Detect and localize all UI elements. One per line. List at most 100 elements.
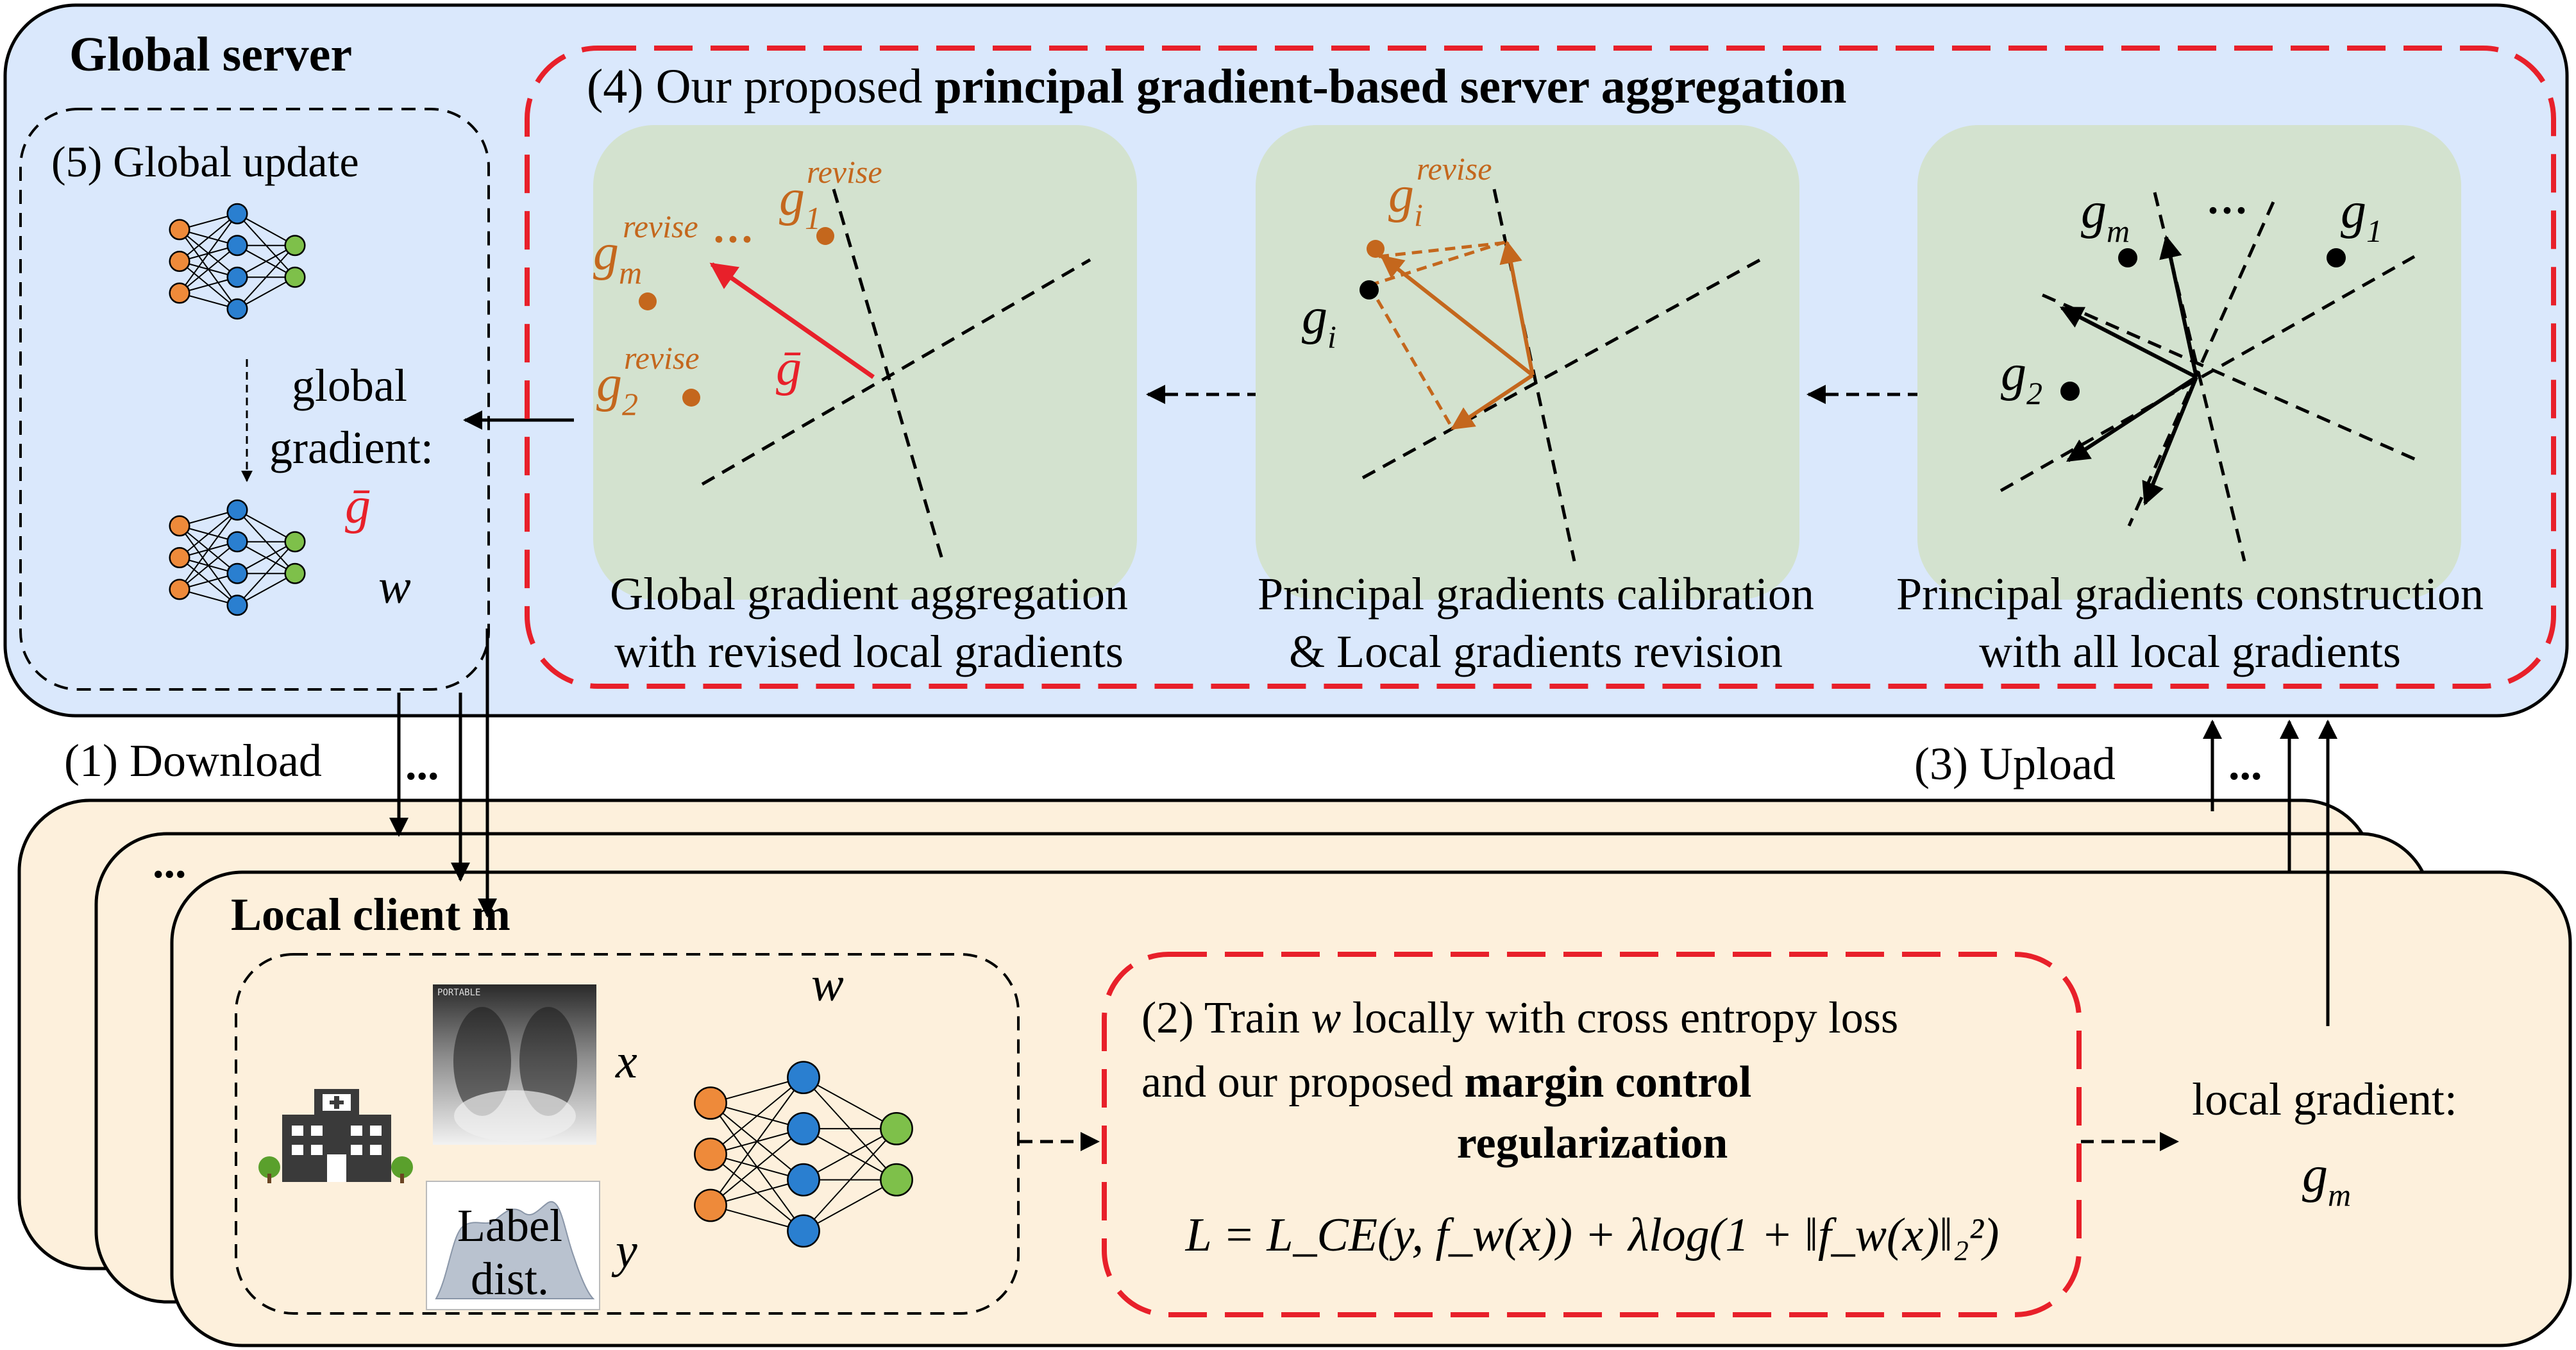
panel-aggregation-bg — [593, 125, 1137, 600]
projection-dash — [1367, 284, 1454, 430]
global-gradient-line2: gradient: — [269, 422, 434, 473]
revised-gradient-point-i — [1367, 240, 1385, 258]
local-model-box — [235, 953, 1020, 1315]
nn-edge — [237, 244, 296, 278]
nn-bottom-nodes — [169, 499, 306, 616]
nn-node — [880, 1163, 913, 1197]
x-label: x — [615, 1034, 637, 1088]
axis-line — [1361, 258, 1762, 480]
label-g-2: g2 — [2001, 345, 2042, 411]
proposed-title: (4) Our proposed principal gradient-base… — [587, 60, 1847, 114]
train-line1: (2) Train w locally with cross entropy l… — [1141, 993, 1898, 1043]
global-update-box — [19, 108, 490, 691]
nn-edge — [179, 213, 238, 262]
axis-line — [2127, 201, 2275, 527]
aggregation-caption-2: with revised local gradients — [614, 626, 1124, 677]
local-clients: ... Local client m — [17, 798, 2572, 1347]
nn-edge — [179, 213, 238, 294]
upload-ellipsis: ... — [2228, 740, 2262, 789]
panel-calibration-bg — [1256, 125, 1799, 600]
gbar-label: ḡ — [345, 478, 371, 534]
train-line2: and our proposed margin control — [1141, 1058, 1751, 1107]
nn-edge — [237, 541, 296, 575]
w-label-server: w — [378, 560, 411, 614]
nn-node — [226, 298, 248, 320]
nn-node — [694, 1188, 727, 1222]
revised-gradient-point-m — [639, 292, 657, 310]
nn-node — [787, 1214, 820, 1248]
label-g-1: g1 — [2341, 183, 2382, 249]
label-distribution-chart: Label dist. — [426, 1181, 600, 1310]
local-gradient-point-1 — [2327, 248, 2346, 267]
train-box — [1102, 952, 2082, 1317]
nn-node — [226, 235, 248, 257]
nn-node — [226, 499, 248, 521]
nn-top-nodes — [169, 203, 306, 320]
hospital-icon — [258, 1089, 413, 1183]
nn-edge — [237, 573, 296, 606]
nn-edge — [179, 509, 238, 559]
server-title: Global server — [69, 28, 352, 81]
nn-node — [169, 250, 190, 273]
client-stack-ellipsis: ... — [153, 838, 187, 888]
calibration-caption-2: & Local gradients revision — [1289, 626, 1783, 677]
principal-gradient — [2059, 306, 2198, 379]
local-gradient-symbol: gm — [2302, 1147, 2351, 1213]
label-dist-line2: dist. — [471, 1253, 549, 1304]
revised-gradient-point-2 — [682, 389, 700, 407]
nn-edge — [803, 1128, 897, 1232]
principal-gradient — [2142, 376, 2198, 506]
proposed-bold: principal gradient-based server aggregat… — [934, 60, 1846, 114]
nn-edge — [710, 1077, 804, 1155]
label-g-i-revise: girevise — [1388, 151, 1492, 233]
nn-node — [226, 203, 248, 224]
revised-local-vector — [1380, 255, 1534, 377]
xray-image: PORTABLE — [433, 984, 596, 1145]
train-line3: regularization — [1457, 1118, 1728, 1168]
client-card-front — [170, 870, 2572, 1347]
nn-node — [284, 235, 306, 257]
nn-node — [169, 282, 190, 304]
nn-node — [226, 266, 248, 288]
nn-edge — [710, 1077, 804, 1206]
nn-node — [226, 595, 248, 616]
nn-node — [226, 531, 248, 553]
projection-dash — [1368, 240, 1504, 287]
nn-node — [694, 1137, 727, 1171]
y-label: y — [611, 1224, 637, 1278]
principal-gradient — [2066, 375, 2198, 462]
nn-edge — [803, 1077, 897, 1129]
download-ellipsis: ... — [405, 740, 439, 789]
nn-node — [169, 219, 190, 240]
revised-gradient-point-1 — [816, 227, 834, 245]
calibrated-principal-1 — [1499, 240, 1535, 376]
nn-node — [284, 531, 306, 553]
local-gradient-point-2 — [2060, 382, 2080, 401]
nn-node — [787, 1061, 820, 1095]
nn-edge — [237, 509, 296, 543]
axis-line — [1492, 189, 1576, 562]
label-g-2-revise: g2revise — [596, 340, 700, 422]
label-g-m: gm — [2081, 183, 2130, 249]
calibration-caption-1: Principal gradients calibration — [1258, 568, 1814, 620]
calibrated-principal-2 — [1451, 373, 1534, 430]
global-update-label: (5) Global update — [51, 137, 359, 186]
global-server: Global server (5) Global update global g… — [3, 3, 2569, 718]
loss-formula: L = L_CE(y, f_w(x)) + λlog(1 + ‖f_w(x)‖₂… — [1185, 1209, 1999, 1261]
w-label-client: w — [811, 958, 844, 1011]
label-g-i: gi — [1302, 289, 1336, 355]
xray-tag: PORTABLE — [437, 988, 480, 998]
global-gradient-line1: global — [292, 360, 407, 411]
upload-label: (3) Upload — [1914, 738, 2116, 789]
principal-gradient — [2159, 235, 2198, 378]
client-title: Local client m — [231, 889, 510, 940]
nn-node — [694, 1086, 727, 1120]
aggregation-ellipsis: ··· — [712, 216, 754, 263]
nn-edge — [237, 245, 296, 310]
panel-calibration: girevise gi Principal gradients calibrat… — [1256, 125, 1814, 677]
panel-aggregation: gmrevise g1revise g2revise ··· ḡ Global … — [593, 125, 1137, 677]
nn-node — [284, 266, 306, 288]
construction-caption-1: Principal gradients construction — [1896, 568, 2484, 620]
nn-edge — [803, 1179, 897, 1232]
nn-edge — [179, 541, 238, 590]
